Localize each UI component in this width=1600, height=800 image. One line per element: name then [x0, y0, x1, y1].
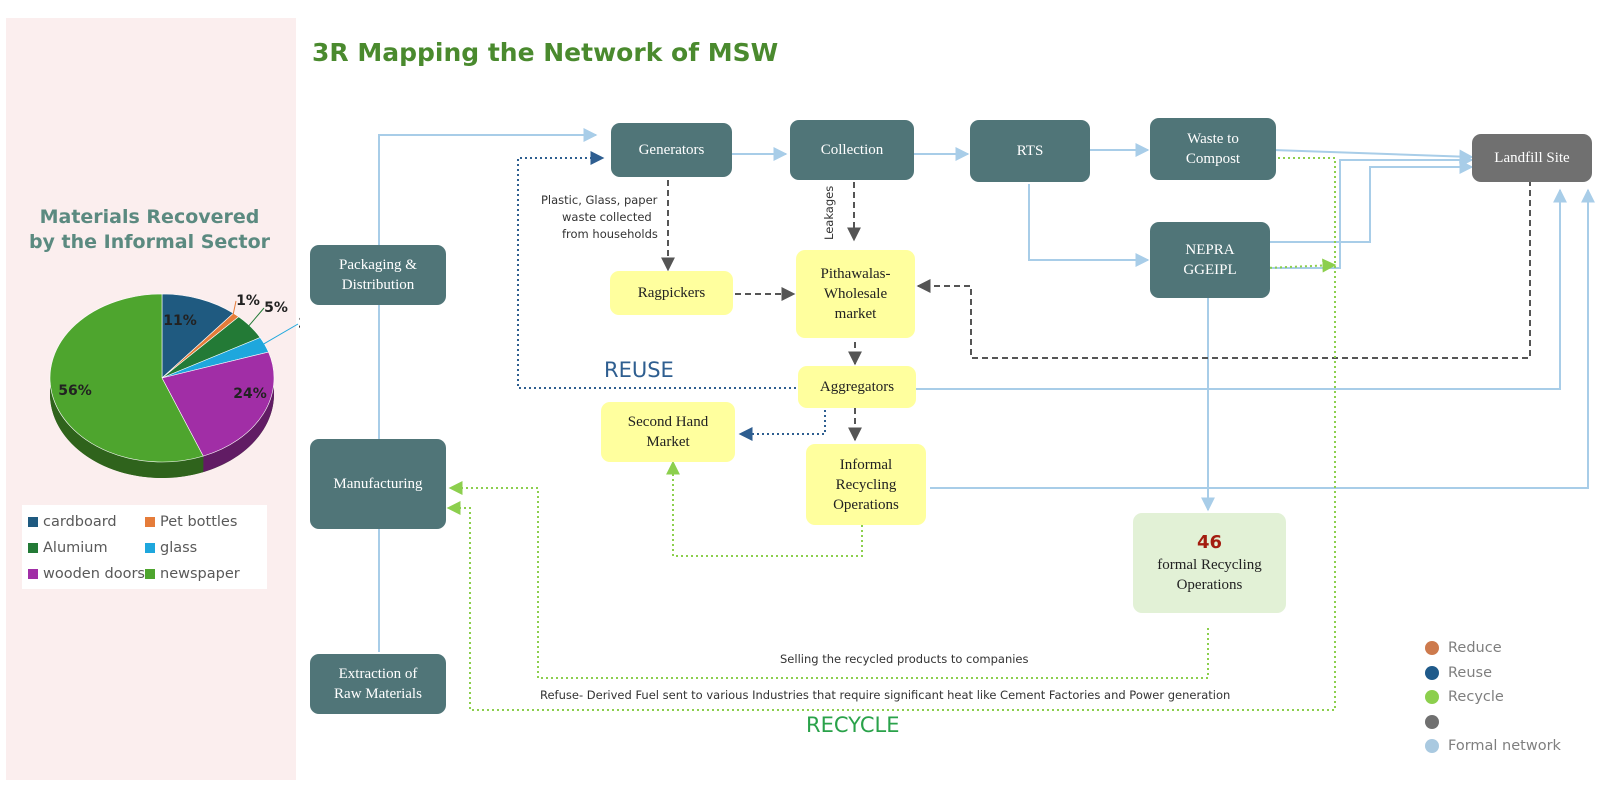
- node-manufacturing: Manufacturing: [310, 439, 446, 529]
- pie-leader-line: [259, 323, 299, 347]
- key-formal-network: Formal network: [1425, 734, 1561, 759]
- node-second-hand-market: Second Hand Market: [601, 402, 735, 462]
- key-recycle: Recycle: [1425, 685, 1561, 710]
- legend-label: Alumium: [43, 540, 108, 556]
- pie-label: 11%: [163, 313, 197, 329]
- pie-slice-cardboard: [161, 293, 234, 379]
- formal-label: formal Recycling Operations: [1157, 557, 1262, 593]
- legend-item-alumium: Alumium: [28, 540, 108, 556]
- edge-reuse-loop: [517, 151, 796, 389]
- legend-swatch: [145, 517, 155, 527]
- key-unlabeled: [1425, 710, 1561, 735]
- edge-nepra-rdf: [1264, 258, 1337, 273]
- edge-compost-rdf: [446, 157, 1336, 711]
- pie-title: Materials Recovered by the Informal Sect…: [28, 206, 271, 253]
- edge-informal-landfill: [930, 188, 1595, 489]
- edge-nepra-landfill-b: [1270, 153, 1474, 269]
- households-note-line2: waste collected: [562, 210, 652, 224]
- pie-slice-side: [203, 352, 274, 473]
- leakages-label: Leakages: [822, 185, 836, 240]
- pie-label: 24%: [233, 386, 267, 402]
- pie-slice-wooden-doors: [161, 351, 275, 457]
- reduce-dot-icon: [1425, 641, 1439, 656]
- edge-compost-landfill: [1272, 149, 1474, 164]
- legend-swatch: [28, 543, 38, 553]
- node-aggregators: Aggregators: [798, 366, 916, 408]
- edge-rts-nepra: [1028, 184, 1150, 267]
- pie-chart: 11% 1%5% 3% 24% 56%: [49, 293, 300, 478]
- node-packaging: Packaging & Distribution: [310, 245, 446, 305]
- node-generators: Generators: [611, 123, 732, 177]
- pie-slice-newspaper: [49, 293, 204, 463]
- legend-item-pet-bottles: Pet bottles: [145, 514, 237, 530]
- edge-informal-secondhand: [666, 460, 863, 557]
- key-reuse: Reuse: [1425, 661, 1561, 686]
- legend-label: Pet bottles: [160, 514, 238, 530]
- key-label: Recycle: [1448, 689, 1504, 706]
- legend-label: newspaper: [160, 566, 240, 582]
- legend-item-cardboard: cardboard: [28, 514, 117, 530]
- legend-label: wooden doors: [43, 566, 145, 582]
- node-pithawalas: Pithawalas- Wholesale market: [796, 250, 915, 338]
- edge-nepra-landfill-a: [1270, 160, 1474, 243]
- pie-leader-line: [231, 300, 237, 319]
- main-title: 3R Mapping the Network of MSW: [312, 38, 779, 67]
- reuse-dot-icon: [1425, 665, 1439, 680]
- recycle-label: RECYCLE: [806, 713, 900, 737]
- formal-dot-icon: [1425, 739, 1439, 754]
- edge-formal-manufacturing: [448, 481, 1209, 679]
- legend-item-glass: glass: [145, 540, 197, 556]
- node-waste-to-compost: Waste to Compost: [1150, 118, 1276, 180]
- node-nepra: NEPRA GGEIPL: [1150, 222, 1270, 298]
- recycle-dot-icon: [1425, 690, 1439, 705]
- selling-note: Selling the recycled products to compani…: [780, 652, 1029, 666]
- node-ragpickers: Ragpickers: [610, 271, 733, 315]
- households-note-line1: Plastic, Glass, paper: [541, 193, 658, 207]
- formal-count: 46: [1196, 532, 1223, 553]
- node-extraction: Extraction of Raw Materials: [310, 654, 446, 714]
- node-informal-recycling: Informal Recycling Operations: [806, 444, 926, 525]
- pie-label: 1%: [236, 293, 260, 309]
- pie-label: 5%: [264, 300, 288, 316]
- reuse-label: REUSE: [604, 358, 674, 382]
- households-note-line3: from households: [562, 227, 658, 241]
- legend-swatch: [145, 543, 155, 553]
- pie-label: 56%: [58, 383, 92, 399]
- legend-swatch: [145, 569, 155, 579]
- node-collection: Collection: [790, 120, 914, 180]
- pie-leader-line: [245, 307, 265, 330]
- pie-legend: cardboard Pet bottles Alumium glass wood…: [22, 505, 267, 589]
- node-rts: RTS: [970, 120, 1090, 182]
- legend-swatch: [28, 569, 38, 579]
- legend-swatch: [28, 517, 38, 527]
- rdf-note: Refuse- Derived Fuel sent to various Ind…: [540, 688, 1231, 702]
- node-landfill: Landfill Site: [1472, 134, 1592, 182]
- key-label: Formal network: [1448, 738, 1561, 755]
- edge-aggregators-landfill: [916, 188, 1567, 390]
- pie-label: 3%: [298, 316, 300, 332]
- node-formal-recycling: 46 formal Recycling Operations: [1133, 513, 1286, 613]
- key-label: Reduce: [1448, 640, 1502, 657]
- color-key: Reduce Reuse Recycle Formal network: [1425, 636, 1561, 759]
- key-reduce: Reduce: [1425, 636, 1561, 661]
- legend-item-newspaper: newspaper: [145, 566, 240, 582]
- grey-dot-icon: [1425, 714, 1439, 729]
- legend-label: cardboard: [43, 514, 117, 530]
- key-label: Reuse: [1448, 664, 1493, 681]
- legend-item-wooden-doors: wooden doors: [28, 566, 145, 582]
- edge-aggregators-secondhand: [738, 410, 826, 441]
- legend-label: glass: [160, 540, 198, 556]
